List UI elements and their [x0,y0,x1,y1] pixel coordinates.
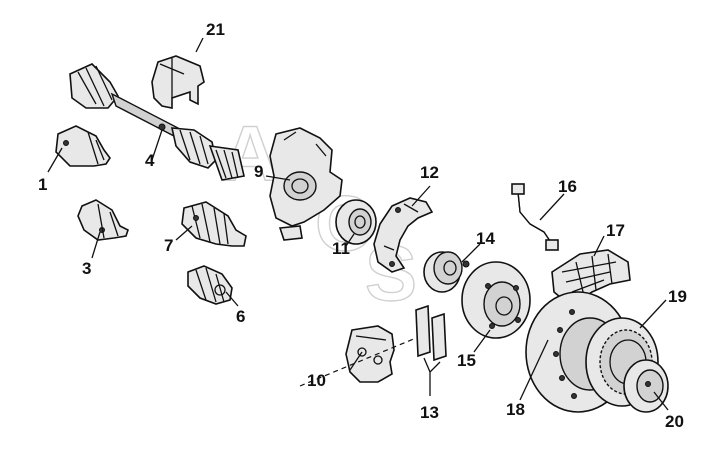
part-7-boot [181,201,247,247]
part-6-boot [187,265,233,305]
label-1: 1 [38,175,47,194]
part-19-sensor-ring [585,317,659,407]
label-19: 19 [668,287,687,306]
label-16: 16 [558,177,577,196]
part-9-knuckle [269,127,343,241]
part-16-brake-hose [511,183,559,251]
label-7: 7 [164,236,173,255]
label-9: 9 [254,162,263,181]
label-14: 14 [476,229,495,248]
part-10-caliper [345,325,395,383]
label-10: 10 [307,371,326,390]
part-1-cv-joint [55,125,111,167]
part-14-hub [423,251,470,293]
label-6: 6 [236,307,245,326]
part-15-hub-flange [461,261,531,339]
part-13-brake-pads [415,304,447,396]
part-12-dust-shield [373,197,434,273]
label-3: 3 [82,259,91,278]
alignment-line [299,337,417,387]
part-3-inner-joint [77,199,129,241]
label-11: 11 [332,239,350,258]
label-18: 17 [606,221,625,240]
part-4-drive-shaft [69,63,245,181]
label-15: 15 [457,351,476,370]
label-12: 12 [420,163,439,182]
label-13: 13 [420,403,439,422]
label-17: 18 [506,400,525,419]
label-21: 21 [206,20,225,39]
part-21-bracket [151,55,205,109]
leader-lines [47,37,669,411]
part-20-cap [623,359,669,413]
part-11-bearing [335,199,377,245]
label-4: 4 [145,151,155,170]
label-20: 20 [665,412,684,431]
